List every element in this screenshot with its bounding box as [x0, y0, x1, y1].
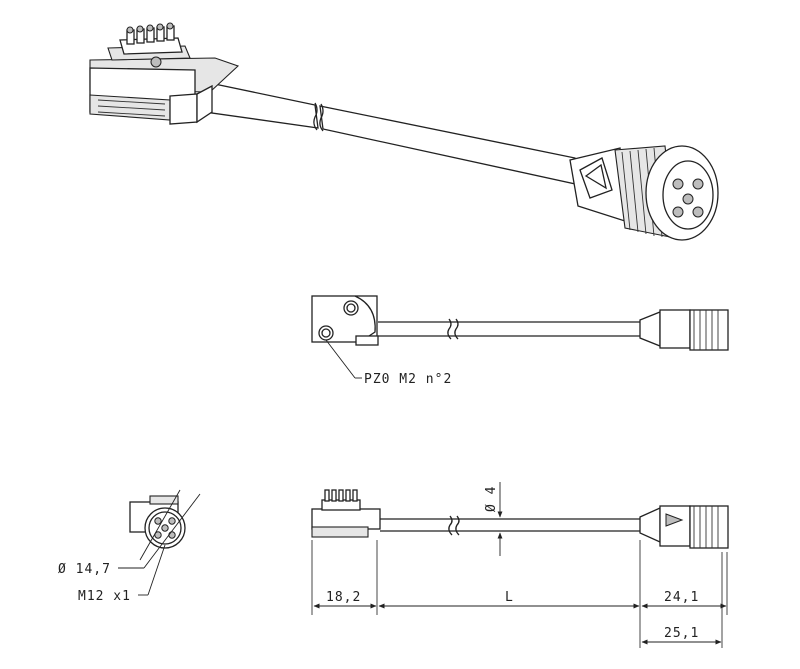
diameter-leaders: Ø 14,7 M12 x1 — [58, 489, 201, 604]
cable-side — [380, 515, 640, 536]
isometric-view — [89, 22, 719, 241]
side-view: Ø 4 18,2 L 24,1 25,1 — [311, 482, 729, 648]
sensor-block-iso — [89, 22, 240, 125]
cable-diameter-label: Ø 4 — [484, 486, 499, 512]
length-dims: 18,2 L 24,1 25,1 — [313, 590, 727, 645]
dim-right-1-label: 24,1 — [664, 590, 699, 605]
cable-top — [378, 318, 640, 340]
thread-label: M12 x1 — [78, 589, 131, 604]
connector-face — [129, 495, 186, 549]
dim-length-label: L — [505, 590, 514, 605]
end-view: Ø 14,7 M12 x1 — [58, 489, 201, 604]
dim-left-label: 18,2 — [326, 590, 361, 605]
extension-lines — [311, 540, 728, 648]
dim-right-2-label: 25,1 — [664, 626, 699, 641]
connector-pins-iso — [126, 22, 175, 45]
m12-connector-iso — [569, 145, 719, 241]
sensor-block-top — [311, 295, 379, 346]
sensor-block-side — [311, 489, 381, 538]
connector-diameter-label: Ø 14,7 — [58, 562, 111, 577]
top-view: PZ0 M2 n°2 — [311, 295, 729, 387]
cable-diameter-dim: Ø 4 — [484, 482, 503, 556]
cable-iso — [204, 81, 581, 186]
m12-connector-top — [639, 309, 729, 351]
screw-label: PZ0 M2 n°2 — [364, 372, 452, 387]
screw-iso — [150, 56, 162, 68]
m12-connector-side — [639, 505, 729, 549]
screw-leader: PZ0 M2 n°2 — [325, 339, 452, 387]
